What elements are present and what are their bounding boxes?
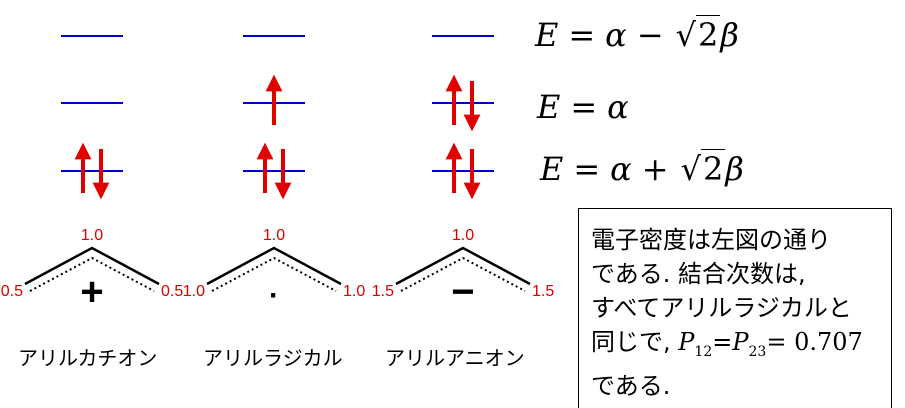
allyl-skeleton-col3 — [395, 246, 531, 286]
allyl-dashed-bond-col2 — [211, 256, 337, 292]
density-center-col2: 1.0 — [263, 227, 285, 244]
note-line-5: である. — [591, 371, 671, 400]
note-line-4: 同じで, P12=P23= 0.707 — [591, 328, 863, 360]
charge-sign-col3: − — [451, 270, 474, 314]
energy-label-antibonding: E=α−√2β — [535, 15, 739, 54]
allyl-skeleton-col1 — [24, 246, 160, 286]
energy-label-nonbonding: E=α — [537, 88, 629, 126]
energy-label-bonding: E=α+√2β — [540, 149, 744, 188]
caption-allyl-anion: アリルアニオン — [385, 346, 525, 370]
density-right-col1: 0.5 — [161, 283, 183, 300]
note-line-3: すべてアリルラジカルと — [591, 294, 852, 322]
density-left-col2: 1.0 — [183, 283, 205, 300]
density-right-col3: 1.5 — [532, 283, 554, 300]
allyl-dashed-bond-col3 — [400, 256, 526, 292]
note-line-2: である. 結合次数は, — [591, 260, 806, 288]
charge-sign-col1: + — [80, 270, 103, 314]
density-center-col3: 1.0 — [452, 227, 474, 244]
density-left-col3: 1.5 — [372, 283, 394, 300]
charge-sign-col2: · — [269, 279, 279, 312]
note-line-1: 電子密度は左図の通り — [591, 226, 831, 254]
allyl-dashed-bond-col1 — [29, 256, 155, 292]
allyl-skeleton-col2 — [206, 246, 342, 286]
density-right-col2: 1.0 — [343, 283, 365, 300]
explanation-box: 電子密度は左図の通り である. 結合次数は, すべてアリルラジカルと 同じで, … — [578, 208, 892, 408]
density-left-col1: 0.5 — [1, 283, 23, 300]
density-center-col1: 1.0 — [81, 227, 103, 244]
caption-allyl-radical: アリルラジカル — [203, 346, 343, 370]
caption-allyl-cation: アリルカチオン — [18, 346, 158, 370]
